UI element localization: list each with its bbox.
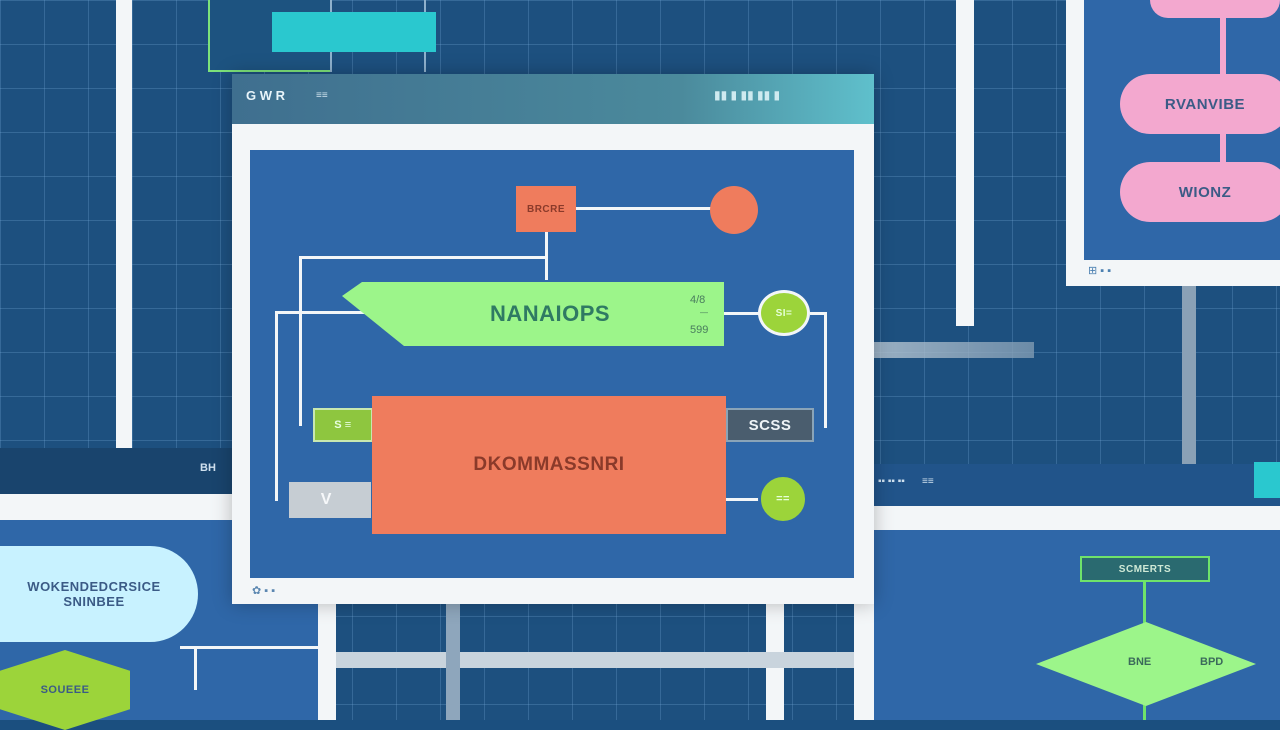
main-footer-icons: ✿ ▪ ▪: [252, 585, 276, 597]
titlebar-left-text: G W R: [246, 88, 285, 103]
connector-outer-h: [299, 256, 547, 259]
right-panel-pill-1: RVANVIBE: [1120, 74, 1280, 134]
teal-corner: [1254, 462, 1280, 498]
main-orange-block: DKOMMASSNRI: [372, 396, 726, 534]
bottom-right-diamond-text-left: BNE: [1128, 656, 1152, 668]
mid-right-white-bar: [956, 0, 974, 326]
bottom-center-bar-far: [854, 604, 874, 720]
bottom-left-connector: [180, 646, 320, 649]
top-orange-circle: [710, 186, 758, 234]
bottom-left-bubble-line1: WOKENDEDCRSICE: [27, 579, 161, 594]
left-white-bar: [116, 0, 132, 448]
bottom-left-bubble-line2: SNINBEE: [63, 594, 125, 609]
connector-top-h: [576, 207, 712, 210]
connector-right-h: [810, 312, 826, 315]
gray-connector: [874, 342, 1034, 358]
bottom-right-frame: [874, 506, 1280, 530]
connector-right-v: [824, 312, 827, 428]
bottom-right-canvas: [874, 530, 1280, 720]
bottom-right-node: SCMERTS: [1080, 556, 1210, 582]
bottom-left-connector-v: [194, 646, 197, 690]
bottom-left-bubble: WOKENDEDCRSICE SNINBEE: [0, 546, 198, 642]
connector-outer-v: [299, 256, 302, 426]
bottom-right-connector-b: [1143, 704, 1146, 720]
green-tag: S ≡: [313, 408, 373, 442]
connector-top-v: [545, 230, 548, 280]
bottom-center-hbar: [336, 652, 856, 668]
right-panel-top-shape: [1150, 0, 1280, 18]
diamond-shape: [0, 650, 130, 730]
bottom-right-connector: [1143, 582, 1146, 632]
connector-left-h: [275, 311, 365, 314]
top-orange-box: BRCRE: [516, 186, 576, 232]
bottom-right-diamond-text-right: BPD: [1200, 656, 1224, 668]
banner-side-mid: —: [700, 308, 708, 317]
teal-block: [272, 12, 436, 52]
bottom-left-diamond-text: SOUEEE: [40, 684, 90, 696]
titlebar-right-controls[interactable]: ▮▮ ▮ ▮▮ ▮▮ ▮: [714, 88, 781, 102]
right-dark-tag: SCSS: [726, 408, 814, 442]
stray-label-left: BH: [200, 462, 216, 474]
green-circle-top: SI=: [758, 290, 810, 336]
left-dark-band: [0, 448, 240, 496]
gray-vertical-bar: [1182, 284, 1196, 464]
right-panel-footer-icons: ⊞ ▪ ▪: [1088, 265, 1112, 277]
titlebar-left-small: ≡≡: [316, 90, 328, 101]
right-mid-strip: [874, 464, 1280, 508]
banner-side-top: 4/8: [690, 294, 706, 306]
stray-label-right-b: ≡≡: [922, 476, 934, 487]
bottom-center-vbar: [446, 604, 460, 720]
right-panel-pill-2: WIONZ: [1120, 162, 1280, 222]
connector-banner-circle: [724, 312, 760, 315]
gray-tag: V: [289, 482, 371, 518]
bottom-left-diamond: SOUEEE: [0, 650, 130, 730]
banner-side-bottom: 599: [690, 324, 709, 336]
bottom-left-frame: [0, 494, 232, 524]
green-banner-label: NANAIOPS: [489, 301, 611, 326]
main-window-titlebar[interactable]: [232, 74, 874, 124]
connector-bottom-circle: [726, 498, 760, 501]
green-circle-bottom: ==: [758, 474, 808, 524]
stray-label-right: ▪▪ ▪▪ ▪▪: [878, 476, 905, 487]
connector-left-v: [275, 311, 278, 501]
bottom-center-bar-left: [318, 604, 336, 720]
